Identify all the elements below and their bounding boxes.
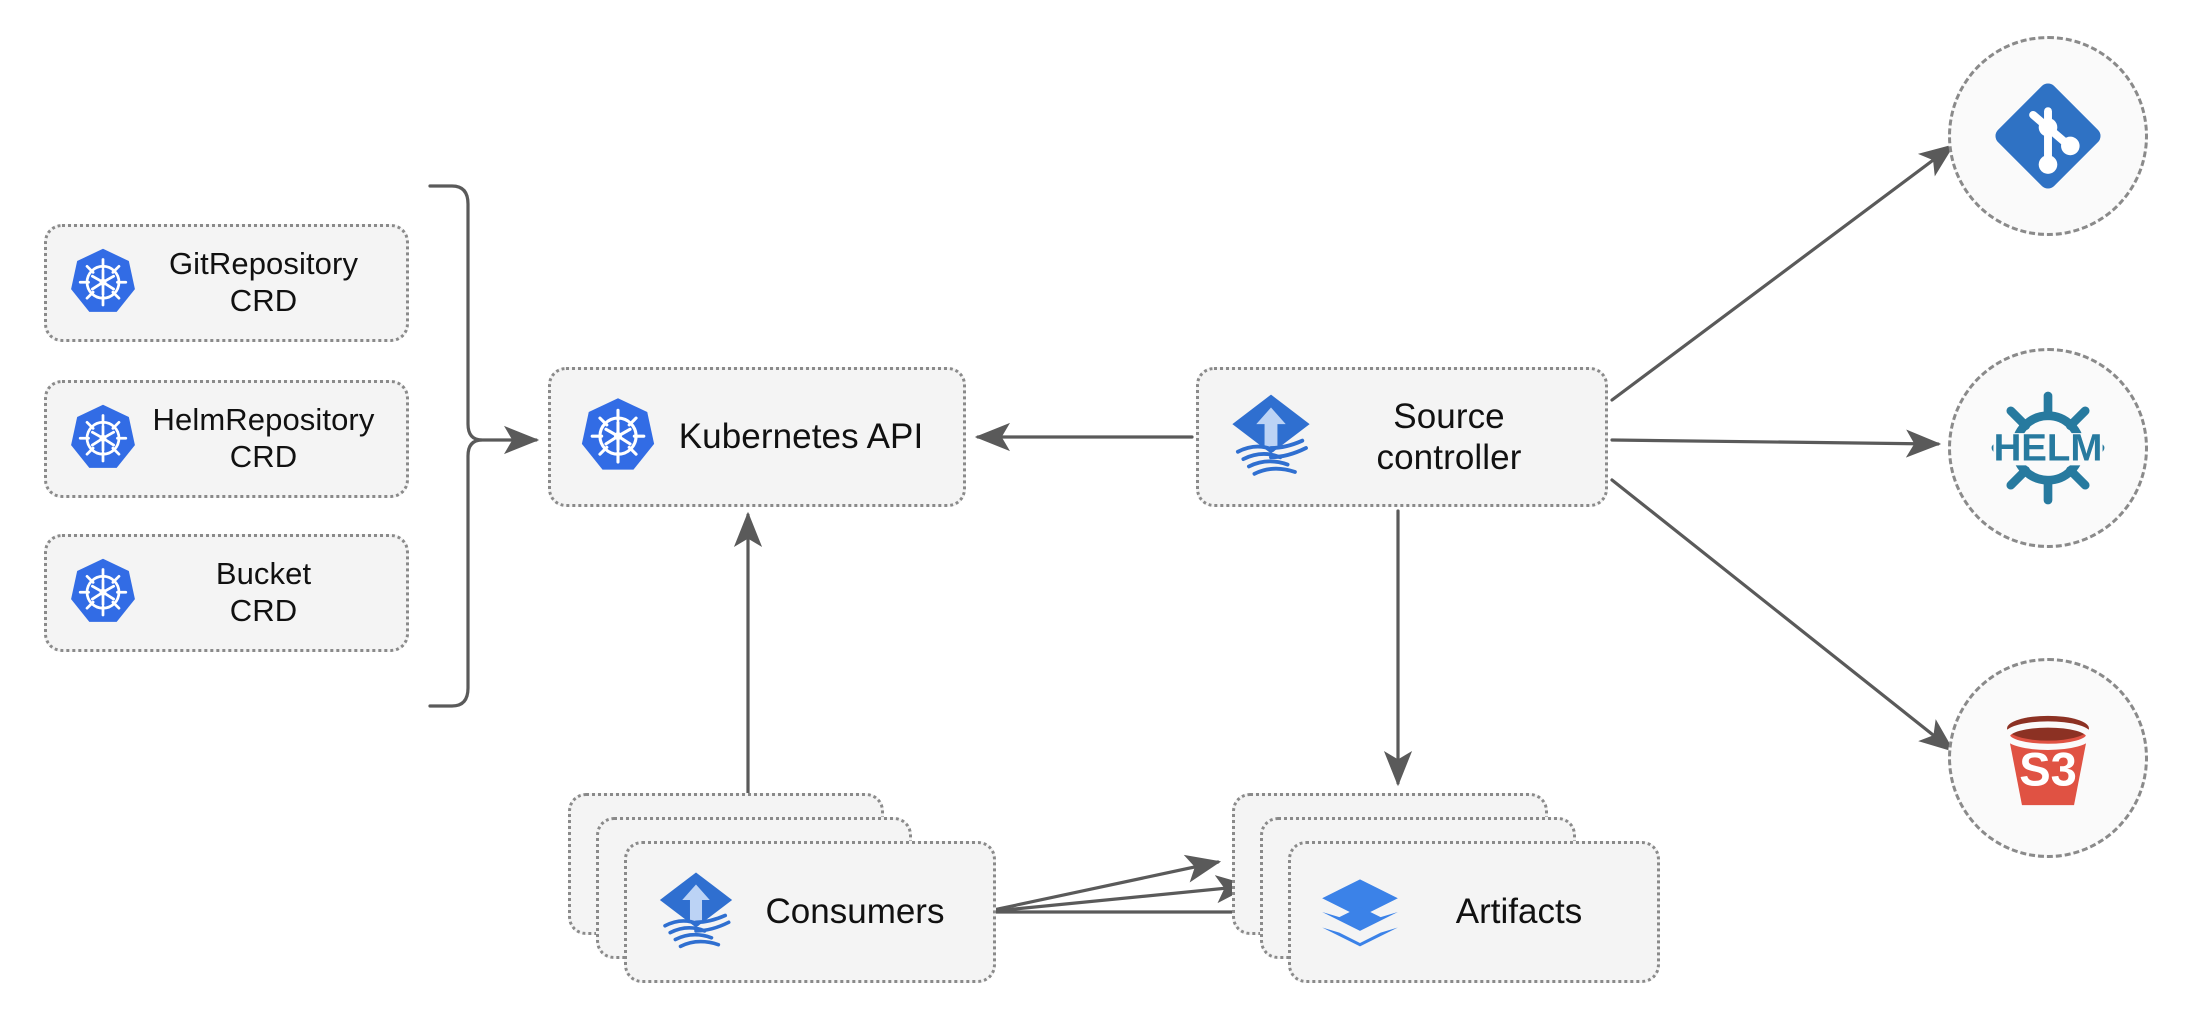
git-icon bbox=[1986, 74, 2110, 198]
edge-source-to-helm bbox=[1610, 429, 1942, 458]
kubernetes-icon bbox=[65, 555, 141, 631]
stack-card-front[interactable]: Artifacts bbox=[1288, 841, 1660, 983]
external-source-s3[interactable]: S3 bbox=[1948, 658, 2148, 858]
crd-card-label: HelmRepository CRD bbox=[152, 402, 375, 474]
edge-consumers-to-artifacts-1 bbox=[982, 854, 1222, 914]
node-label: Artifacts bbox=[1455, 892, 1583, 931]
crd-card-helmrepository[interactable]: HelmRepository CRD bbox=[44, 380, 409, 498]
node-kubernetes-api[interactable]: Kubernetes API bbox=[548, 367, 966, 507]
crd-card-bucket[interactable]: Bucket CRD bbox=[44, 534, 409, 652]
helm-wordmark: HELM bbox=[1994, 426, 2103, 469]
layers-icon bbox=[1317, 869, 1403, 955]
stack-card-front[interactable]: Consumers bbox=[624, 841, 996, 983]
node-consumers-stack[interactable]: Consumers bbox=[568, 793, 996, 983]
s3-wordmark: S3 bbox=[2019, 742, 2077, 795]
flux-icon bbox=[1225, 391, 1317, 483]
crd-card-gitrepository[interactable]: GitRepository CRD bbox=[44, 224, 409, 342]
kubernetes-icon bbox=[575, 394, 661, 480]
crd-card-label: GitRepository CRD bbox=[168, 246, 359, 318]
external-source-helm[interactable]: HELM bbox=[1948, 348, 2148, 548]
node-source-controller[interactable]: Source controller bbox=[1196, 367, 1608, 507]
edge-consumers-to-artifacts-2 bbox=[982, 875, 1252, 914]
edge-source-to-git bbox=[1610, 144, 1955, 402]
kubernetes-icon bbox=[65, 401, 141, 477]
node-label: Consumers bbox=[765, 892, 945, 931]
crd-card-label: Bucket CRD bbox=[215, 556, 312, 628]
node-label: Source controller bbox=[1376, 396, 1522, 477]
crd-group-brace bbox=[428, 184, 483, 708]
node-label: Kubernetes API bbox=[678, 417, 924, 457]
external-source-git[interactable] bbox=[1948, 36, 2148, 236]
s3-icon: S3 bbox=[1986, 696, 2110, 820]
kubernetes-icon bbox=[65, 245, 141, 321]
helm-icon: HELM bbox=[1986, 386, 2110, 510]
node-artifacts-stack[interactable]: Artifacts bbox=[1232, 793, 1660, 983]
edge-source-to-s3 bbox=[1610, 478, 1955, 752]
flux-icon bbox=[653, 869, 739, 955]
